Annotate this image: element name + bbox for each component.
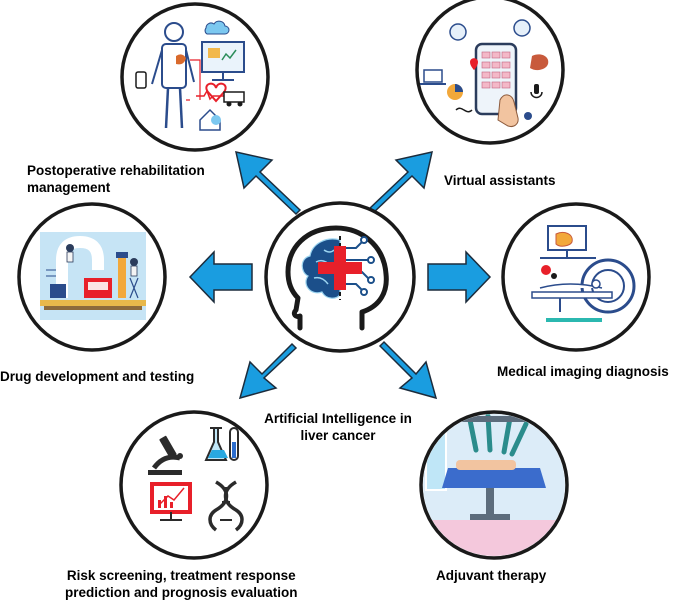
- virtual-label: Virtual assistants: [444, 172, 556, 189]
- postoperative-label-line1: Postoperative rehabilitation: [27, 163, 205, 178]
- center-node: [264, 201, 416, 353]
- imaging-label: Medical imaging diagnosis: [497, 363, 669, 380]
- postoperative-label: Postoperative rehabilitation management: [27, 162, 205, 196]
- adjuvant-node: [419, 410, 569, 560]
- drug-label: Drug development and testing: [0, 368, 194, 385]
- laboratory-pipeline-icon: [40, 232, 146, 320]
- center-label: Artificial Intelligence in liver cancer: [263, 410, 413, 444]
- virtual-label-line1: Virtual assistants: [444, 173, 556, 188]
- arrow-to-postoperative: [235, 151, 302, 216]
- center-label-line2: liver cancer: [300, 428, 376, 443]
- adjuvant-label: Adjuvant therapy: [436, 567, 546, 584]
- arrow-to-adjuvant: [378, 340, 438, 400]
- postoperative-node: [120, 2, 270, 152]
- imaging-node: [501, 202, 651, 352]
- center-label-line1: Artificial Intelligence in: [264, 411, 412, 426]
- arrow-to-imaging: [427, 250, 492, 304]
- analytics-monitor-icon: [150, 482, 192, 521]
- imaging-label-line1: Medical imaging diagnosis: [497, 364, 669, 379]
- lab-analysis-icon: [148, 427, 244, 532]
- drug-label-line1: Drug development and testing: [0, 369, 195, 384]
- smartphone-health-app-icon: [420, 19, 549, 127]
- risk-node: [119, 410, 269, 560]
- patient-telemonitoring-icon: [135, 20, 245, 131]
- ai-brain-medical-cross-icon: [285, 225, 389, 331]
- postoperative-label-line2: management: [27, 180, 111, 195]
- arrow-to-risk: [238, 342, 298, 400]
- dna-icon: [208, 480, 244, 532]
- drug-node: [17, 202, 167, 352]
- arrow-to-drug: [188, 250, 253, 304]
- arrow-to-virtual: [366, 151, 433, 216]
- risk-label: Risk screening, treatment response predi…: [65, 567, 298, 601]
- test-tube-icon: [204, 427, 239, 461]
- virtual-node: [415, 0, 565, 145]
- risk-label-line1: Risk screening, treatment response: [66, 568, 296, 583]
- adjuvant-label-line1: Adjuvant therapy: [436, 568, 547, 583]
- microscope-icon: [148, 435, 183, 475]
- risk-label-line2: prediction and prognosis evaluation: [65, 585, 298, 600]
- ct-scanner-icon: [531, 225, 636, 322]
